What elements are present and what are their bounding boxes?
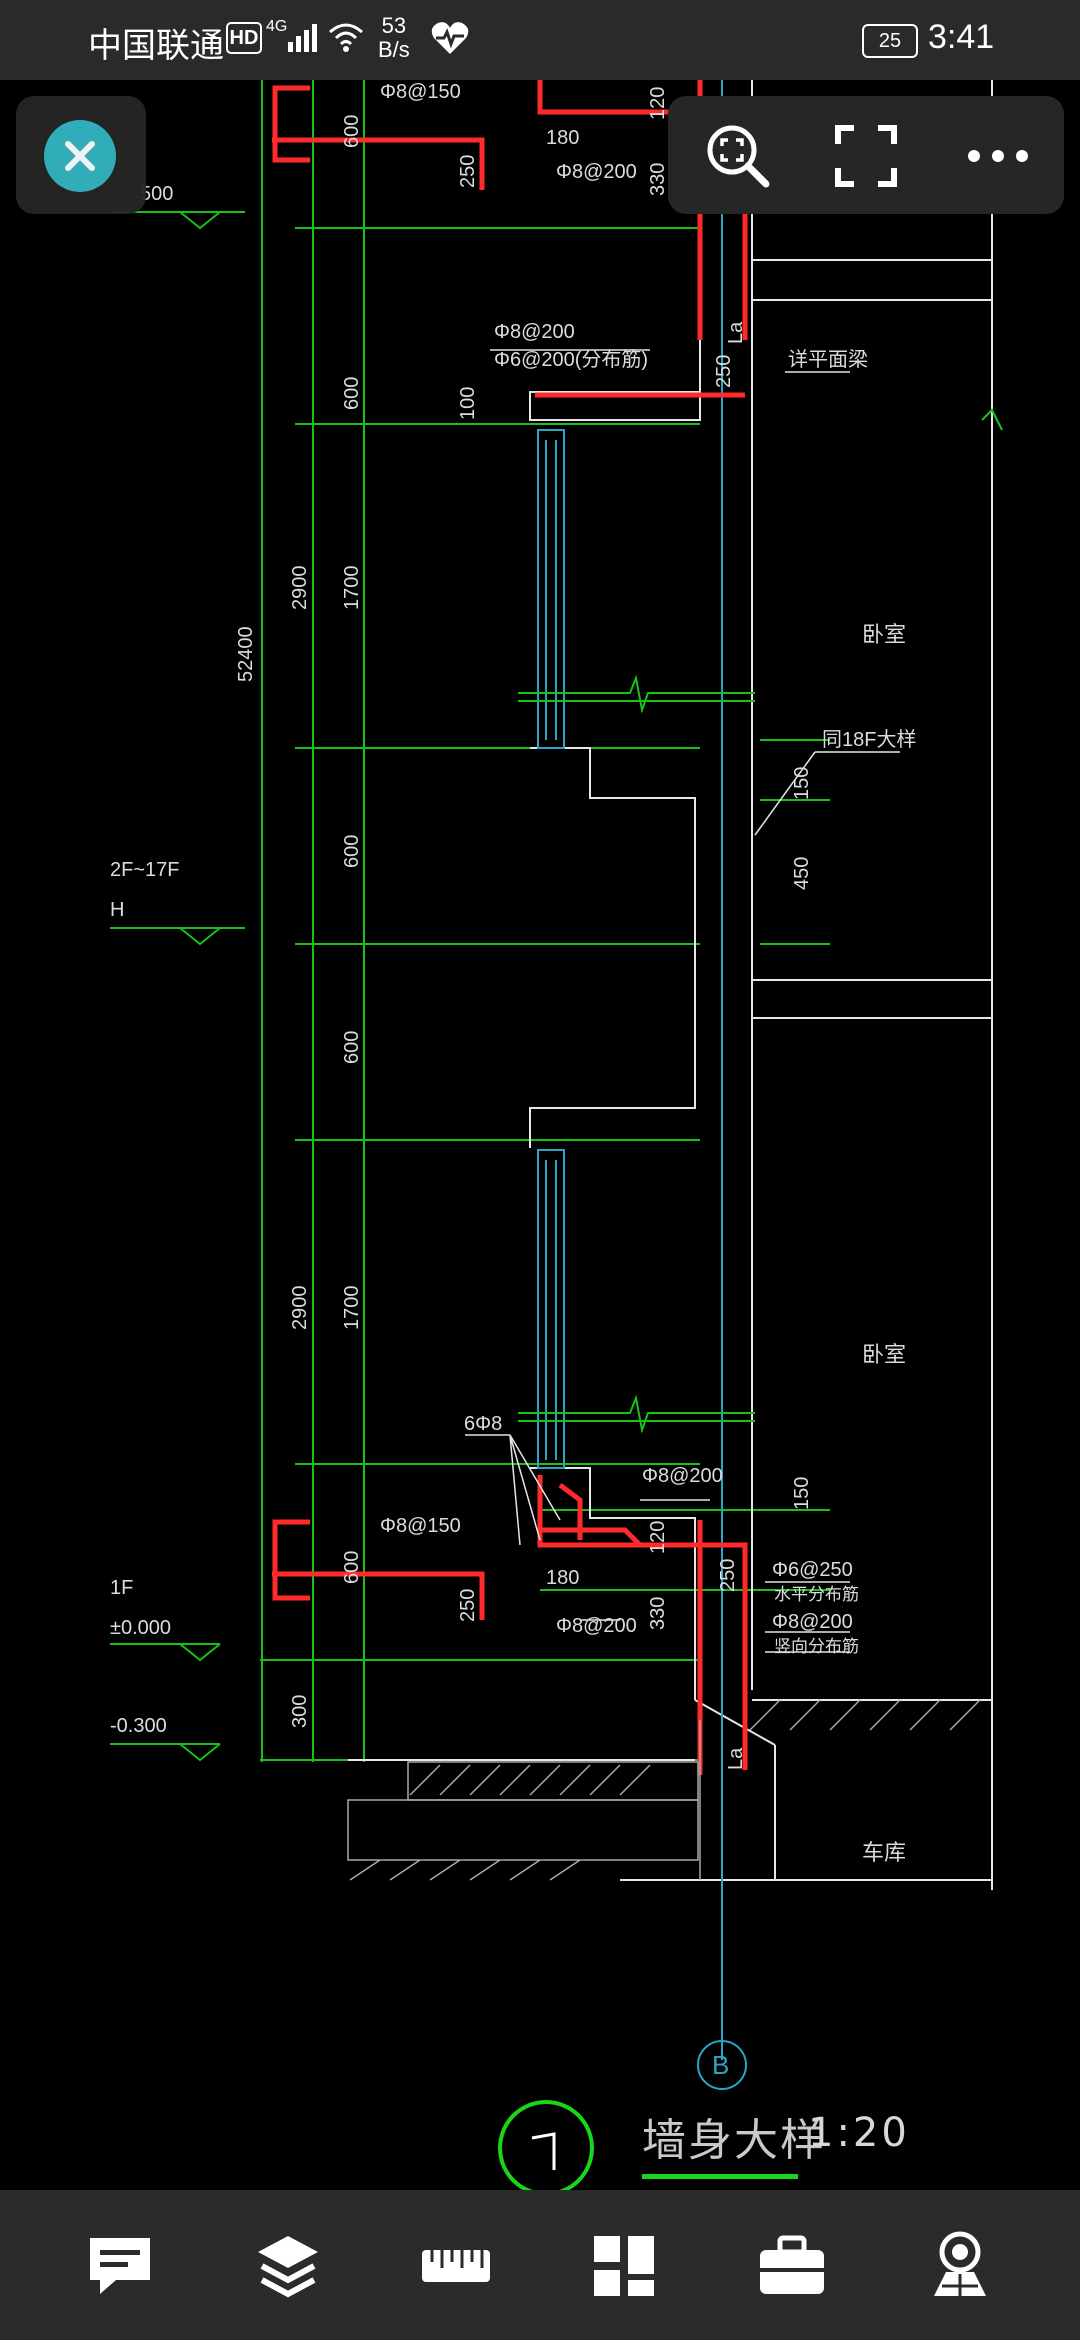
close-panel xyxy=(16,96,146,214)
title-underline xyxy=(642,2174,798,2179)
window-frames xyxy=(537,80,723,2060)
wall-outline xyxy=(348,80,993,1890)
room-label: 卧室 xyxy=(862,622,906,647)
network-speed: 53 B/s xyxy=(378,14,410,62)
cad-label: Φ8@150 xyxy=(380,1515,461,1537)
signal-icon xyxy=(288,24,317,52)
dim-label: 300 xyxy=(289,1695,311,1728)
network-type: 4G xyxy=(266,18,288,35)
break-lines xyxy=(518,408,1003,1434)
dim-label: 52400 xyxy=(235,626,257,682)
cad-label: 同18F大样 xyxy=(822,728,916,751)
cad-label: Φ8@200 xyxy=(556,1615,637,1637)
room-label: 车库 xyxy=(862,1840,906,1865)
dim-label: 120 xyxy=(647,1521,669,1554)
leader-lines xyxy=(465,349,900,1653)
layers-icon[interactable] xyxy=(248,2226,328,2306)
dim-label: 600 xyxy=(341,1031,363,1064)
dim-label: 330 xyxy=(647,163,669,196)
close-icon xyxy=(65,141,95,171)
cad-label: 1F xyxy=(110,1577,133,1599)
cad-label: H xyxy=(110,899,124,921)
cad-label: 500 xyxy=(140,183,173,205)
close-button[interactable] xyxy=(44,120,116,192)
elevation-markers xyxy=(110,211,245,1762)
detail-number-glyph xyxy=(531,2132,556,2170)
toolbox-icon[interactable] xyxy=(752,2226,832,2306)
rebar-lines xyxy=(272,80,748,1775)
dim-label: 100 xyxy=(457,387,479,420)
battery-indicator: 25 xyxy=(862,24,918,58)
grid-axis-label: B xyxy=(712,2050,729,2080)
carrier-name: 中国联通 xyxy=(88,27,224,65)
drawing-title: 墙身大样 xyxy=(642,2115,826,2166)
dim-label: La xyxy=(725,321,747,344)
cad-label: 水平分布筋 xyxy=(774,1585,859,1604)
comment-icon[interactable] xyxy=(80,2226,160,2306)
status-bar: 中国联通 HD 4G 53 B/s 25 3:41 xyxy=(0,0,1080,80)
cad-label: 竖向分布筋 xyxy=(774,1637,859,1656)
dim-label: 2900 xyxy=(289,1286,311,1331)
room-label: 卧室 xyxy=(862,1342,906,1367)
speed-unit: B/s xyxy=(378,37,410,62)
dim-label: 150 xyxy=(791,767,813,800)
cad-label: Φ8@200 xyxy=(772,1611,853,1633)
clock: 3:41 xyxy=(928,18,995,56)
view-3d-icon[interactable] xyxy=(920,2226,1000,2306)
dim-label: 150 xyxy=(791,1477,813,1510)
zoom-extents-icon[interactable] xyxy=(700,118,776,194)
dim-label: 250 xyxy=(457,1589,479,1622)
dim-label: 600 xyxy=(341,377,363,410)
dim-label: 250 xyxy=(457,155,479,188)
drawing-scale: 1:20 xyxy=(808,2110,910,2156)
dim-label: 2900 xyxy=(289,566,311,611)
fullscreen-icon[interactable] xyxy=(828,118,904,194)
cad-label: Φ8@200 xyxy=(494,321,575,343)
cad-label: -0.300 xyxy=(110,1715,167,1737)
cad-label: Φ6@200(分布筋) xyxy=(494,348,648,371)
dim-label: 600 xyxy=(341,835,363,868)
grid-axis-bubble xyxy=(697,2040,747,2090)
bottom-toolbar xyxy=(0,2190,1080,2340)
cad-label: 详平面梁 xyxy=(788,348,868,371)
ruler-icon[interactable] xyxy=(416,2226,496,2306)
dim-label: 120 xyxy=(647,87,669,120)
drawing-title-block: 墙身大样 1:20 xyxy=(0,2080,1080,2196)
layout-icon[interactable] xyxy=(584,2226,664,2306)
cad-label: ±0.000 xyxy=(110,1617,171,1639)
cad-label: 180 xyxy=(546,127,579,149)
dim-label: 250 xyxy=(713,355,735,388)
dim-label: 250 xyxy=(717,1559,739,1592)
dim-label: 600 xyxy=(341,1551,363,1584)
cad-label: 180 xyxy=(546,1567,579,1589)
drawing-svg[interactable]: Φ8@150 180 Φ8@200 500 Φ8@200 Φ6@200(分布筋)… xyxy=(0,80,1080,2192)
dim-label: 1700 xyxy=(341,1286,363,1331)
hd-badge: HD xyxy=(226,22,262,54)
dim-label: 600 xyxy=(341,115,363,148)
wifi-icon xyxy=(329,23,363,52)
dim-label: 450 xyxy=(791,857,813,890)
cad-label: 6Φ8 xyxy=(464,1413,502,1435)
ground-hatch xyxy=(347,1699,981,1881)
dim-label: La xyxy=(725,1747,747,1770)
dim-label: 1700 xyxy=(341,566,363,611)
cad-label: Φ6@250 xyxy=(772,1559,853,1581)
more-icon[interactable] xyxy=(960,118,1036,194)
cad-label: Φ8@200 xyxy=(642,1465,723,1487)
dim-label: 330 xyxy=(647,1597,669,1630)
cad-label: Φ8@150 xyxy=(380,81,461,103)
detail-number-mark xyxy=(498,2100,594,2196)
health-icon xyxy=(431,22,469,54)
view-tools-panel xyxy=(668,96,1064,214)
cad-drawing-canvas[interactable]: Φ8@150 180 Φ8@200 500 Φ8@200 Φ6@200(分布筋)… xyxy=(0,80,1080,2192)
cad-label: 2F~17F xyxy=(110,859,179,881)
speed-value: 53 xyxy=(381,13,407,38)
cad-label: Φ8@200 xyxy=(556,161,637,183)
